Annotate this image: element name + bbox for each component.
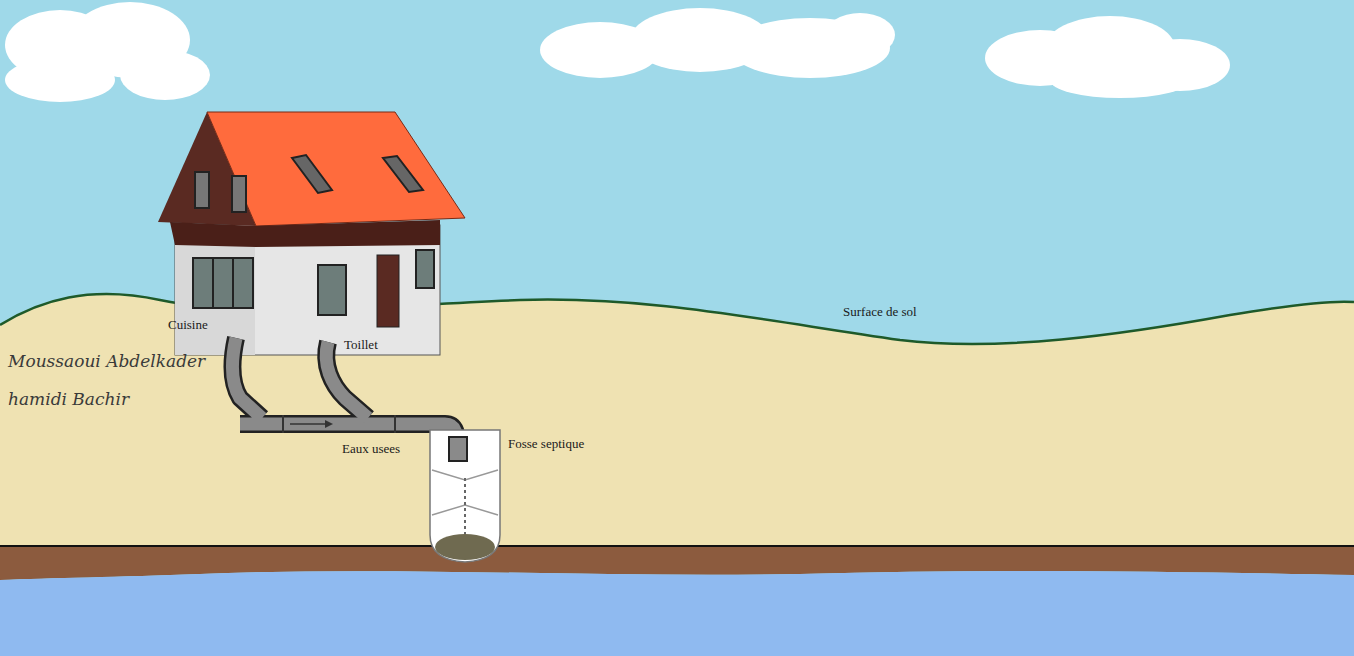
surface-label: Surface de sol	[843, 305, 917, 319]
room-label: Cuisine	[168, 318, 208, 332]
clouds	[5, 2, 1230, 102]
tank-label: Fosse septique	[508, 437, 584, 451]
groundwater	[0, 571, 1354, 656]
pipes	[233, 338, 458, 455]
pipe-label: Eaux usees	[342, 442, 400, 456]
house	[158, 112, 465, 355]
author-name: Moussaoui Abdelkader	[8, 352, 205, 371]
septic-tank	[430, 430, 500, 562]
author-name: hamidi Bachir	[8, 390, 129, 409]
room-label: Toillet	[344, 338, 378, 352]
